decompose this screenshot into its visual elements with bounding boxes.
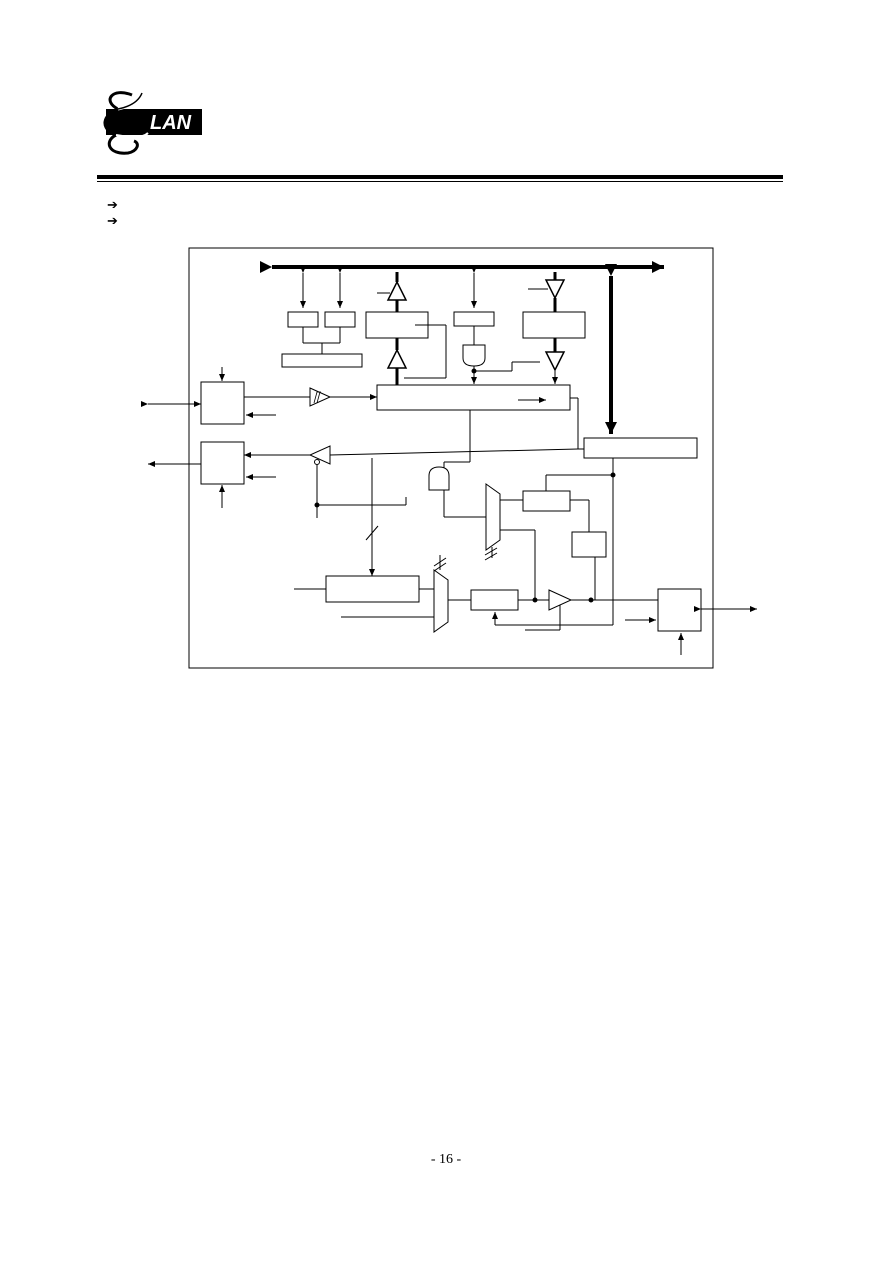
and-gate: [428, 466, 450, 491]
io-pad: [200, 441, 245, 485]
header-rule-thin: [97, 181, 783, 182]
page-number: - 16 -: [430, 1152, 462, 1167]
control-register: [583, 437, 698, 459]
register-box: [365, 311, 429, 339]
register-box: [470, 589, 519, 611]
buffer-up: [386, 348, 408, 369]
register-box: [522, 490, 571, 512]
register-box: [281, 353, 363, 368]
register-box: [453, 311, 495, 327]
register-box: [287, 311, 319, 328]
register-box: [324, 311, 356, 328]
schmitt-buffer: [309, 387, 332, 407]
diagram-frame: [188, 247, 714, 669]
io-pad: [657, 588, 702, 632]
register-box: [571, 531, 607, 558]
buffer-up: [386, 280, 408, 301]
right-arrow-icon: ➔: [107, 213, 118, 228]
io-pad: [200, 381, 245, 425]
buffer-down: [544, 279, 566, 300]
svg-text:LAN: LAN: [150, 112, 192, 134]
output-buffer: [308, 445, 331, 465]
header-rule-thick: [97, 175, 783, 179]
right-arrow-icon: ➔: [107, 197, 118, 212]
buffer-down: [544, 351, 566, 372]
and-gate: [462, 344, 486, 367]
elan-logo: LAN: [103, 91, 202, 155]
comparator: [548, 589, 573, 611]
multiplexer: [433, 569, 449, 633]
register-box: [522, 311, 586, 339]
shift-register: [376, 384, 571, 411]
multiplexer: [485, 483, 501, 551]
counter-register: [325, 575, 420, 603]
